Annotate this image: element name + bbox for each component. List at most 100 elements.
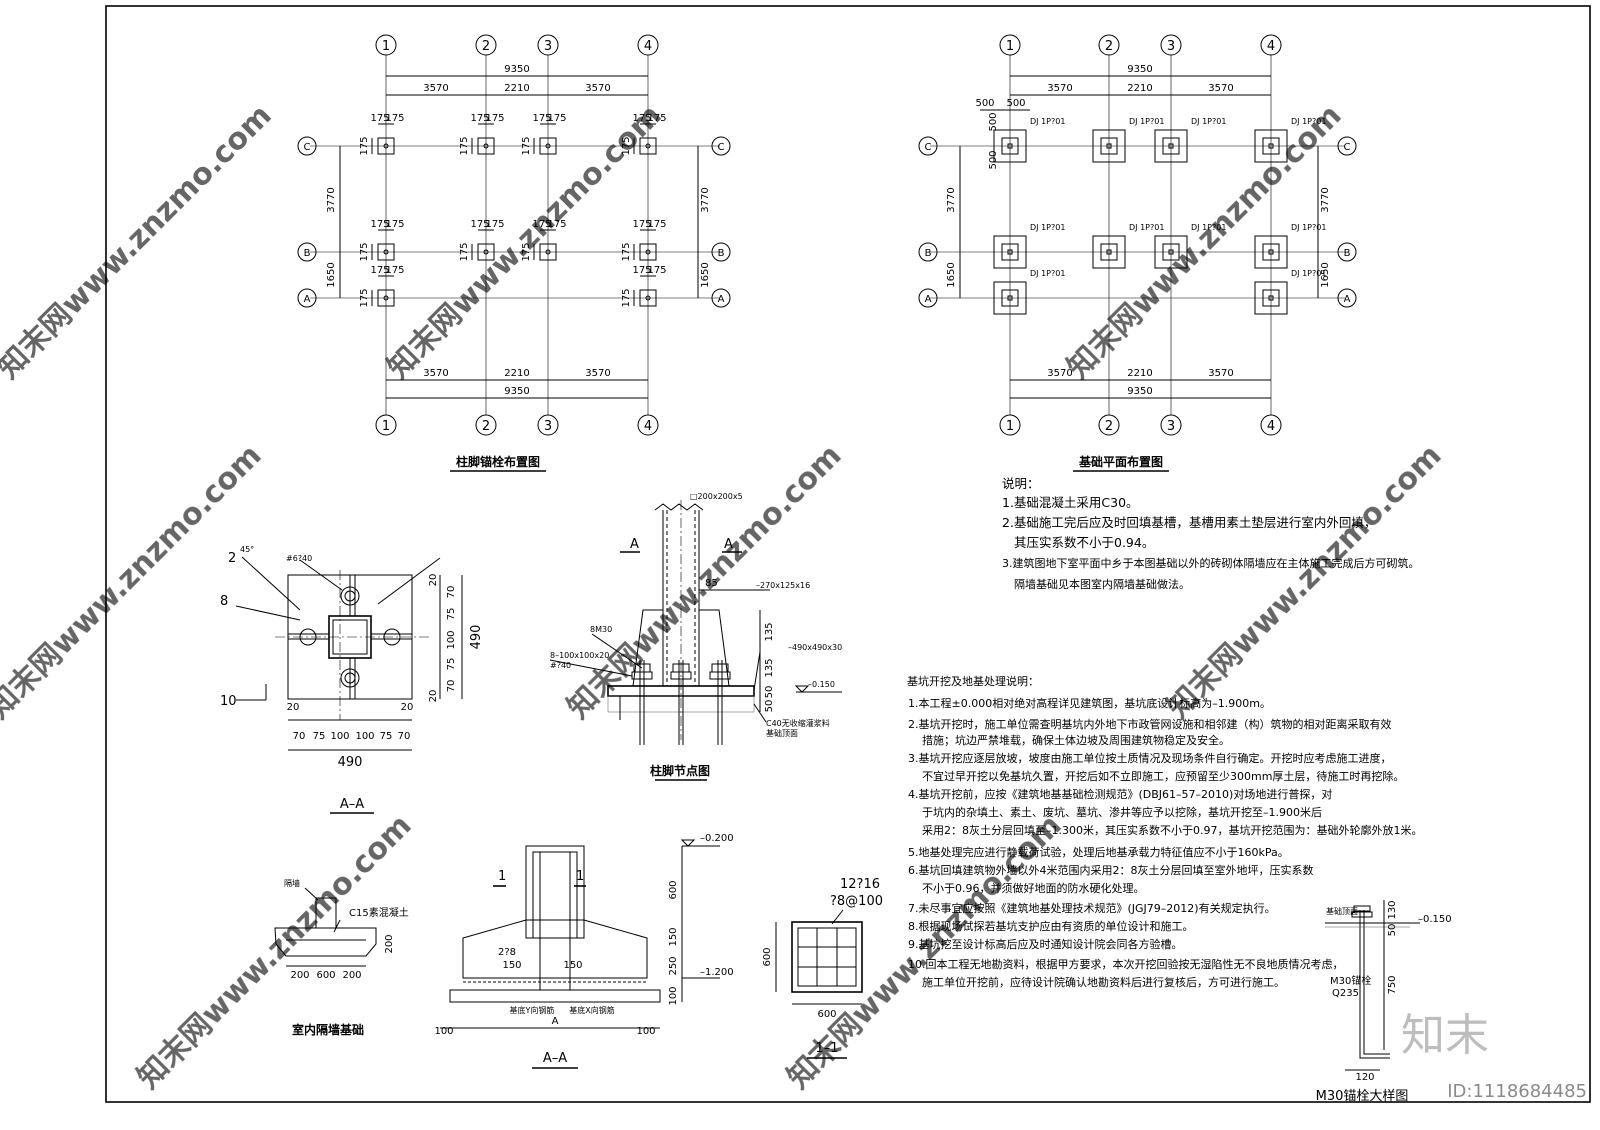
dimension: 100 [355,731,374,742]
anchor-bolt-groups: 1751751751751751751751751751751751751751… [359,113,667,308]
dimension: 70 [446,586,457,599]
dimension: 600 [668,880,679,899]
bolt-dim: 175 [470,113,489,124]
washer-label: 8–100x100x20 [550,651,609,660]
axis-label: 3 [544,39,552,54]
footing-pad: DJ 1P?01 [1254,223,1326,269]
axis-label: 1 [382,39,390,54]
dimension: 135 [764,622,775,641]
dimension: 1650 [326,262,337,287]
axis-label: A [718,294,725,305]
anchor-bolt-detail: 基础顶面 –0.150 130 50 750 M30锚栓 Q235 120 M3… [1316,900,1452,1104]
note-line: 2.基础施工完后应及时回填基槽，基槽用素土垫层进行室内外回填， [1002,515,1376,530]
bolt-dim: 175 [459,136,470,155]
drawing-title: 基础平面布置图 [1078,454,1163,469]
detail-title: 1–1 [815,1041,838,1056]
dimension: 1650 [946,262,957,287]
elevation: –0.150 [1418,914,1452,925]
axis-label: C [925,142,932,153]
excavation-notes: 基坑开挖及地基处理说明： 1.本工程±0.000相对绝对高程详见建筑图，基坑底设… [907,674,1422,989]
dimension: 150 [563,960,582,971]
dimension: 75 [446,658,457,671]
dimension: 9350 [1127,386,1152,397]
axis-label: C [1344,142,1351,153]
dimension: 100 [330,731,349,742]
bolt-dim: 175 [632,219,651,230]
column-base-detail: A A □200x200x5 –270x125x16 85 8M30 8–100… [549,492,842,781]
footing-pad: DJ 1P?01 [1254,269,1326,315]
dimension: 3770 [946,187,957,212]
bolt-dim: 175 [547,113,566,124]
image-id: ID:1118684485 [1447,1081,1587,1102]
dimension: 9350 [504,64,529,75]
dimension: 120 [1355,1072,1374,1083]
sheet-border [105,5,1591,1103]
bolt-dim: 175 [532,219,551,230]
dimension: 3770 [326,187,337,212]
axis-label: C [304,142,311,153]
rebar-label: 2?8 [498,947,516,958]
bolt-label: 8M30 [590,625,612,634]
detail-title: M30锚栓大样图 [1316,1089,1409,1104]
note-line: 6.基坑回填建筑物外墙以外4米范围内采用2：8灰土分层回填至室外地坪，压实系数 [908,863,1314,877]
bolt-dim: 175 [532,113,551,124]
anchor-bolt-plan: 1 2 3 4 1 2 3 4 C B A C B A 9350 3570 22… [297,34,731,472]
footing-label: DJ 1P?01 [1191,223,1226,232]
watermark-text: 知末网www.znzmo.com [0,98,279,386]
dimension: 3570 [1208,368,1233,379]
axis-label: C [718,142,725,153]
note-line: 10.回本工程无地勘资料，根据甲方要求，本次开挖回验按无湿陷性无不良地质情况考虑… [908,957,1344,971]
axis-label: A [925,294,932,305]
dimension: 200 [384,934,395,953]
bolt-dim: 175 [370,219,389,230]
bar-label: 12?16 [840,877,880,892]
axis-label: 2 [1105,419,1113,434]
notes-header: 基坑开挖及地基处理说明： [907,674,1039,688]
footing-section: 1 1 2?8 150 150 基底Y向钢筋 基底X向钢筋 100 100 A … [434,833,734,1069]
note-line: 采用2：8灰土分层回填至–1.300米，其压实系数不小于0.97，基坑开挖范围为… [922,823,1422,837]
dimension: 100 [446,630,457,649]
axis-label: B [925,248,932,259]
detail-title: A–A [543,1051,567,1066]
note-line: 3.建筑图地下室平面中乡于本图基础以外的砖砌体隔墙应在主体施工完成后方可砌筑。 [1002,556,1420,570]
dimension: 200 [290,970,309,981]
note-line: 3.基坑开挖应逐层放坡，坡度由施工单位按土质情况及现场条件自行确定。开挖时应考虑… [908,751,1392,765]
dimension: 2210 [1127,83,1152,94]
note-line: 9.基坑挖至设计标高后应及时通知设计院会同各方验槽。 [908,937,1183,951]
axis-label: B [304,248,311,259]
footing-label: DJ 1P?01 [1291,117,1326,126]
note-line: 5.地基处理完应进行静载荷试验，处理后地基承载力特征值应不小于160kPa。 [908,845,1289,859]
watermark-text: 知末网www.znzmo.com [1061,98,1349,386]
axis-label: 4 [1267,419,1275,434]
dimension: 3770 [700,187,711,212]
dimension: 70 [398,731,411,742]
footing-pad: DJ 1P?01 [1092,117,1164,163]
dimension: 600 [762,947,773,966]
bolt-dim: 175 [632,265,651,276]
bolt-dim: 175 [359,136,370,155]
bolt-dim: 175 [359,288,370,307]
elevation: –0.150 [808,680,835,689]
dimension: 2210 [504,83,529,94]
washer-hole: #?40 [550,661,571,670]
watermark-text: 知末网www.znzmo.com [1161,438,1449,726]
bolt-dim: 175 [621,242,632,261]
note-line: 4.基坑开挖前，应按《建筑地基基础检测规范》(DBJ61–57–2010)对场地… [908,787,1332,801]
footing-pad: DJ 1P?01 [1154,223,1226,269]
concrete-label: C15素混凝土 [349,906,409,919]
footing-label: DJ 1P?01 [1030,223,1065,232]
footing-pad: DJ 1P?01 [993,117,1065,163]
axis-label: 4 [644,419,652,434]
dimension: 490 [469,625,484,650]
dimension: 85 [705,578,718,589]
dimension: 750 [1387,975,1398,994]
axis-label: B [718,248,725,259]
general-notes: 说明： 1.基础混凝土采用C30。 2.基础施工完后应及时回填基槽，基槽用素土垫… [1002,476,1420,591]
dimension: 20 [287,702,300,713]
dimension: 50 [764,700,775,713]
dimension: 150 [502,960,521,971]
axis-label: 2 [482,419,490,434]
